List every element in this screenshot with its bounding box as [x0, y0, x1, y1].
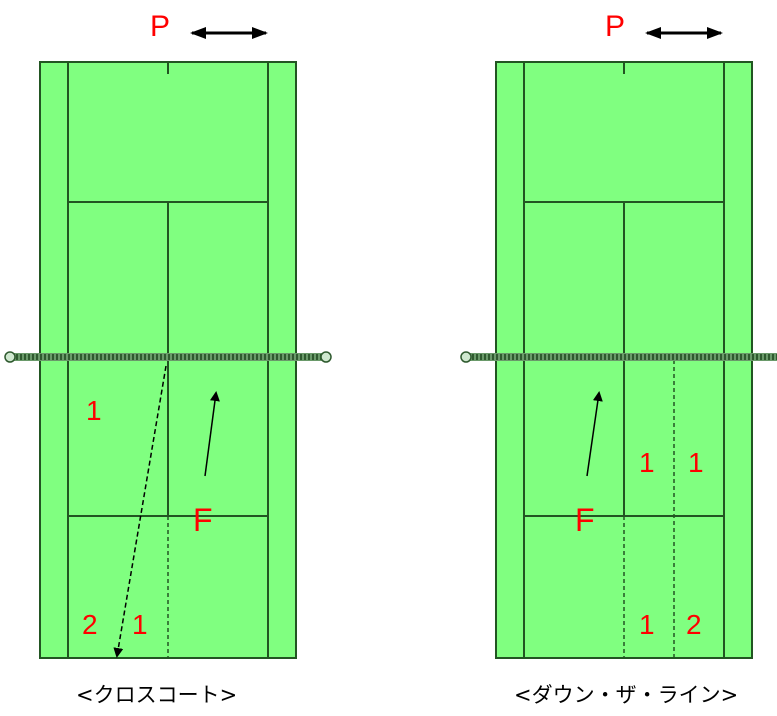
net	[460, 351, 777, 363]
forward-move-arrow	[586, 391, 603, 477]
net	[4, 351, 332, 363]
cross-shot-path	[113, 365, 167, 658]
position-label: 1	[639, 447, 655, 478]
position-label: 1	[86, 395, 102, 426]
position-label: 1	[688, 447, 704, 478]
cross-court-diagram: P 1 2 1 F <クロスコート>	[4, 10, 332, 707]
position-label: 2	[82, 609, 98, 640]
position-label: 1	[639, 609, 655, 640]
forward-move-arrow	[204, 391, 220, 477]
forward-label: F	[193, 502, 213, 538]
forward-label: F	[575, 502, 595, 538]
player-label: P	[150, 10, 170, 43]
diagram-caption: <ダウン・ザ・ライン>	[514, 683, 738, 707]
player-label: P	[605, 10, 625, 43]
position-label: 2	[686, 609, 702, 640]
position-label: 1	[132, 609, 148, 640]
down-the-line-diagram: P 1 1 1 2 F <ダウン・ザ・ライン>	[460, 10, 777, 707]
diagram-caption: <クロスコート>	[76, 683, 237, 707]
